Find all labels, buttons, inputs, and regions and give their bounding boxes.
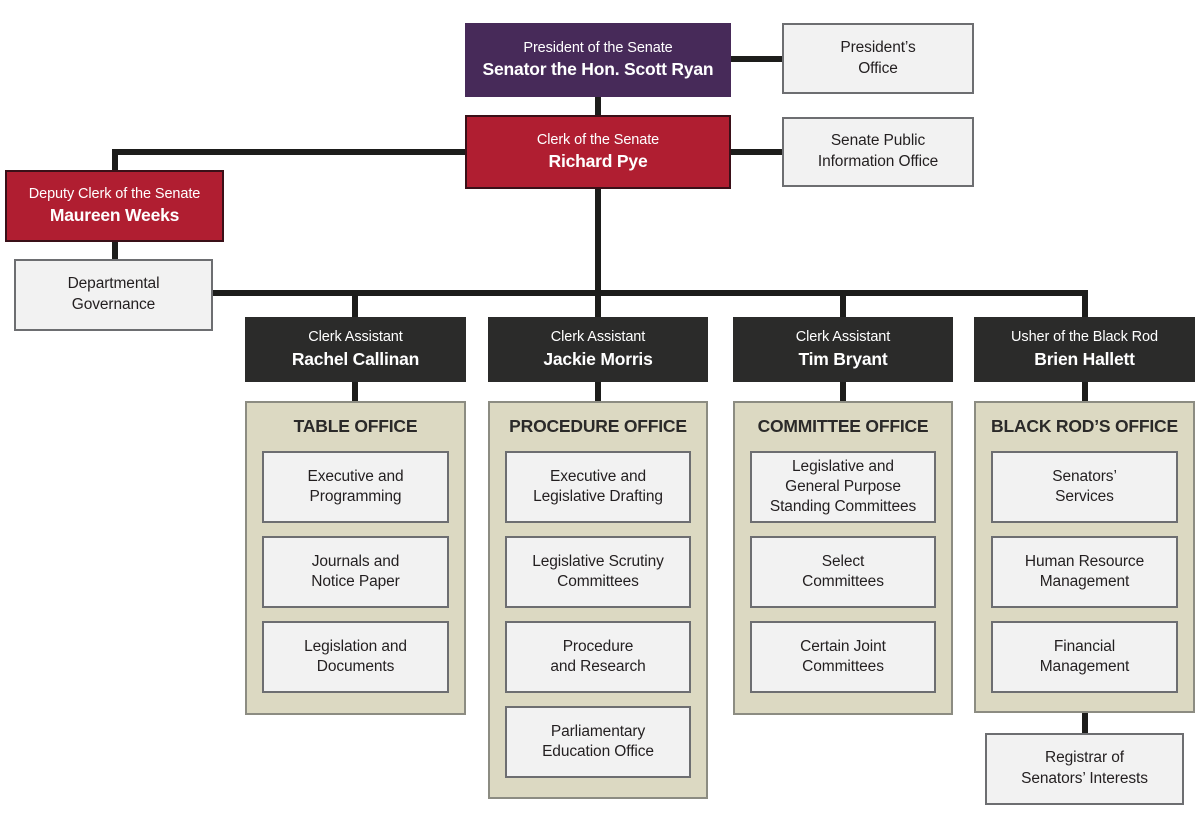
usher-black-rod-role: Usher of the Black Rod (1011, 329, 1158, 346)
president-box: President of the Senate Senator the Hon.… (465, 23, 731, 97)
clerk-assistant-3-box: Clerk Assistant Tim Bryant (733, 317, 953, 382)
clerk-assistant-1-role: Clerk Assistant (308, 329, 403, 346)
table-office-section: Legislation and Documents (262, 621, 449, 693)
table-office-section: Journals and Notice Paper (262, 536, 449, 608)
black-rods-office-panel: BLACK ROD’S OFFICE Senators’ Services Hu… (974, 401, 1195, 713)
procedure-office-section: Executive and Legislative Drafting (505, 451, 691, 523)
committee-office-section: Certain Joint Committees (750, 621, 936, 693)
table-office-panel: TABLE OFFICE Executive and Programming J… (245, 401, 466, 715)
connector-president-clerk (595, 96, 601, 116)
committee-office-title: COMMITTEE OFFICE (757, 416, 929, 436)
procedure-office-panel: PROCEDURE OFFICE Executive and Legislati… (488, 401, 708, 799)
connector-drop-col2 (595, 295, 601, 317)
usher-black-rod-name: Brien Hallett (1034, 348, 1135, 369)
black-rods-office-section: Senators’ Services (991, 451, 1178, 523)
connector-panel-registrar (1082, 712, 1088, 733)
black-rods-office-title: BLACK ROD’S OFFICE (991, 416, 1178, 436)
connector-head-panel-col2 (595, 382, 601, 401)
committee-office-section: Select Committees (750, 536, 936, 608)
clerk-role: Clerk of the Senate (536, 131, 660, 148)
table-office-section: Executive and Programming (262, 451, 449, 523)
usher-black-rod-box: Usher of the Black Rod Brien Hallett (974, 317, 1195, 382)
clerk-assistant-3-name: Tim Bryant (798, 348, 888, 369)
connector-president-office (731, 56, 782, 62)
connector-clerk-down (595, 188, 601, 291)
procedure-office-title: PROCEDURE OFFICE (509, 416, 687, 436)
clerk-assistant-1-box: Clerk Assistant Rachel Callinan (245, 317, 466, 382)
deputy-clerk-box: Deputy Clerk of the Senate Maureen Weeks (5, 170, 224, 242)
clerk-assistant-3-role: Clerk Assistant (795, 329, 891, 346)
clerk-assistant-2-role: Clerk Assistant (550, 329, 646, 346)
black-rods-office-section: Human Resource Management (991, 536, 1178, 608)
procedure-office-section: Procedure and Research (505, 621, 691, 693)
presidents-office-box: President’s Office (782, 23, 974, 94)
procedure-office-section: Parliamentary Education Office (505, 706, 691, 778)
senate-public-information-office-box: Senate Public Information Office (782, 117, 974, 187)
connector-head-panel-col1 (352, 382, 358, 401)
connector-distribution (213, 290, 1088, 296)
president-name: Senator the Hon. Scott Ryan (482, 59, 714, 80)
committee-office-panel: COMMITTEE OFFICE Legislative and General… (733, 401, 953, 715)
deputy-clerk-role: Deputy Clerk of the Senate (28, 185, 201, 202)
clerk-assistant-2-name: Jackie Morris (543, 348, 653, 369)
connector-clerk-spio (731, 149, 782, 155)
connector-head-panel-col4 (1082, 382, 1088, 401)
black-rods-office-section: Financial Management (991, 621, 1178, 693)
departmental-governance-box: Departmental Governance (14, 259, 213, 331)
clerk-name: Richard Pye (548, 151, 648, 172)
connector-deputy-drop (112, 152, 118, 171)
deputy-clerk-name: Maureen Weeks (49, 205, 180, 226)
president-role: President of the Senate (523, 39, 673, 56)
table-office-title: TABLE OFFICE (293, 416, 418, 436)
clerk-assistant-2-box: Clerk Assistant Jackie Morris (488, 317, 708, 382)
procedure-office-section: Legislative Scrutiny Committees (505, 536, 691, 608)
connector-drop-col3 (840, 295, 846, 317)
connector-drop-col4 (1082, 295, 1088, 317)
connector-drop-col1 (352, 295, 358, 317)
committee-office-section: Legislative and General Purpose Standing… (750, 451, 936, 523)
connector-clerk-left (112, 149, 465, 155)
connector-deputy-governance (112, 241, 118, 259)
connector-head-panel-col3 (840, 382, 846, 401)
registrar-box: Registrar of Senators’ Interests (985, 733, 1184, 805)
clerk-box: Clerk of the Senate Richard Pye (465, 115, 731, 189)
clerk-assistant-1-name: Rachel Callinan (291, 348, 420, 369)
